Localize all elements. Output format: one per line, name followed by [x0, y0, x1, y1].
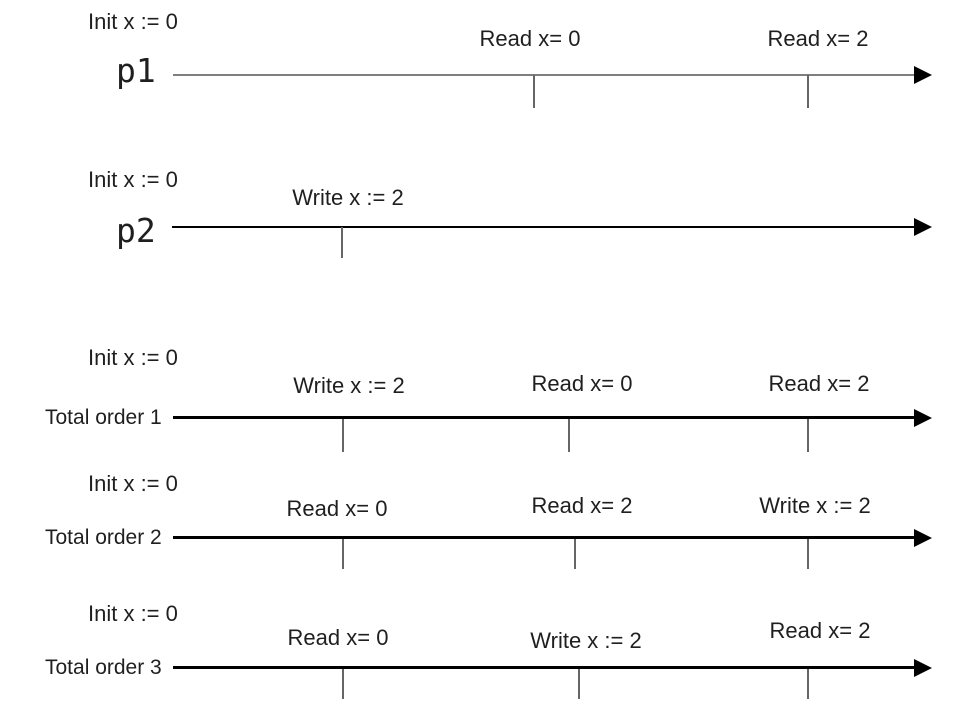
timeline-line — [173, 416, 916, 419]
event-label: Read x= 2 — [768, 371, 870, 396]
init-label: Init x := 0 — [88, 471, 178, 496]
init-label: Init x := 0 — [88, 167, 178, 192]
event-label: Read x= 2 — [769, 618, 871, 643]
init-label: Init x := 0 — [88, 601, 178, 626]
order-label: Total order 3 — [45, 656, 162, 679]
event-label: Read x= 0 — [479, 26, 581, 51]
timeline-line — [173, 536, 916, 539]
arrowhead-icon — [914, 409, 932, 427]
event-tick — [807, 669, 809, 699]
event-tick — [533, 75, 535, 108]
timeline-line — [173, 74, 916, 76]
process-label: p2 — [116, 211, 156, 250]
timeline-line — [172, 226, 916, 228]
event-tick — [578, 669, 580, 699]
event-label: Write x := 2 — [530, 628, 642, 653]
event-label: Write x := 2 — [759, 493, 871, 518]
event-tick — [568, 419, 570, 452]
order-label: Total order 2 — [45, 526, 162, 549]
event-tick — [341, 227, 343, 258]
event-tick — [342, 419, 344, 452]
event-label: Write x := 2 — [293, 373, 405, 398]
process-label: p1 — [116, 51, 156, 90]
init-label: Init x := 0 — [88, 345, 178, 370]
event-label: Read x= 0 — [531, 371, 633, 396]
timeline-line — [173, 666, 916, 669]
event-label: Read x= 0 — [287, 625, 389, 650]
event-tick — [807, 75, 809, 108]
arrowhead-icon — [914, 659, 932, 677]
event-tick — [342, 669, 344, 699]
event-tick — [807, 419, 809, 452]
event-tick — [807, 539, 809, 569]
event-tick — [342, 539, 344, 569]
event-label: Read x= 0 — [286, 496, 388, 521]
order-label: Total order 1 — [45, 406, 162, 429]
event-tick — [574, 539, 576, 569]
event-label: Write x := 2 — [292, 185, 404, 210]
event-label: Read x= 2 — [531, 493, 633, 518]
arrowhead-icon — [914, 529, 932, 547]
arrowhead-icon — [914, 66, 932, 84]
event-label: Read x= 2 — [767, 26, 869, 51]
init-label: Init x := 0 — [88, 9, 178, 34]
arrowhead-icon — [914, 218, 932, 236]
